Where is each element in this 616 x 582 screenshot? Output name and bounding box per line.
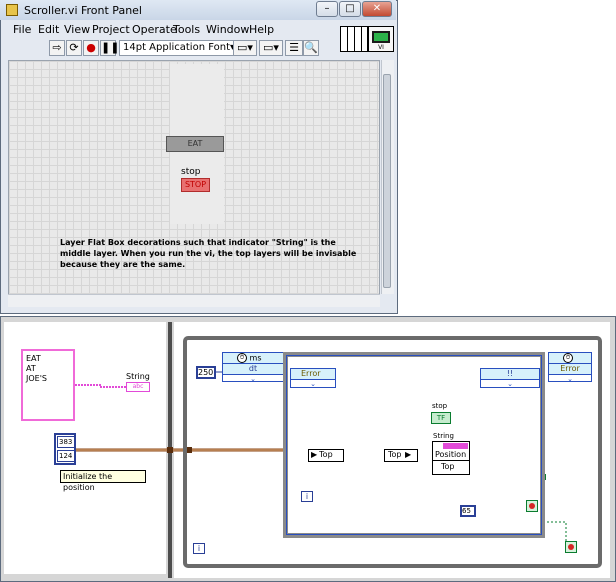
connector-pane-icon[interactable] (340, 26, 368, 52)
string-indicator[interactable]: EAT (166, 136, 224, 152)
maximize-button[interactable]: □ (339, 1, 361, 17)
unbundle-node[interactable]: ▶Top (308, 449, 344, 462)
arrow-right-icon: ▶ (405, 450, 412, 459)
expand-arrow-icon: ⌄ (250, 375, 256, 383)
close-button[interactable]: ✕ (362, 1, 392, 17)
property-top: Top (441, 462, 455, 471)
wait-express-right-header: ⏱ (549, 353, 591, 364)
error-label-right: Error (549, 364, 591, 375)
position-cluster-constant[interactable]: 383 124 (54, 433, 76, 465)
menu-edit[interactable]: Edit (38, 23, 60, 36)
bundle-node[interactable]: Top ▶ (384, 449, 418, 462)
vertical-scroll-thumb[interactable] (383, 74, 391, 288)
reorder-icon[interactable]: ☰ (285, 40, 303, 56)
string-constant[interactable]: EAT AT JOE'S (21, 349, 75, 421)
stop-label: stop (181, 167, 201, 177)
constant-65[interactable]: 65 (460, 505, 476, 517)
string-constant-line1: EAT (26, 354, 41, 363)
string-property-node[interactable]: Position Top (432, 441, 470, 475)
string-wire (75, 384, 126, 388)
unbundle-top-label: Top (319, 450, 333, 459)
front-panel-titlebar[interactable]: Scroller.vi Front Panel – □ ✕ (0, 0, 396, 20)
align-objects-icon[interactable]: ▭▾ (233, 40, 257, 56)
wait-express-header: ⏱ ms (223, 353, 283, 364)
property-node-label: String (433, 432, 454, 440)
property-position: Position (433, 449, 469, 461)
bundle-top-label: Top (388, 450, 402, 459)
error-label-left: Error (291, 369, 335, 380)
menu-file[interactable]: File (13, 23, 32, 36)
arrow-right-icon: ▶ (311, 450, 318, 459)
stop-button[interactable]: STOP (181, 178, 210, 192)
cluster-value-left[interactable]: 383 (57, 436, 75, 448)
horizontal-scrollbar[interactable] (8, 294, 380, 307)
clock-icon: ⏱ (563, 353, 573, 363)
pause-icon[interactable]: ❚❚ (100, 40, 120, 56)
run-arrow-icon[interactable]: ⇨ (49, 40, 65, 56)
abort-icon[interactable]: ● (83, 40, 99, 56)
wait-dt-input: dt (223, 364, 283, 375)
search-icon[interactable]: 🔍 (303, 40, 319, 56)
string-ref-indicator (443, 443, 468, 449)
sequence-frame (286, 355, 542, 535)
clock-icon: ⏱ (237, 353, 247, 363)
stop-control-terminal[interactable]: TF (431, 412, 451, 424)
error-express-right-header: !! (481, 369, 539, 380)
minimize-button[interactable]: – (316, 1, 338, 17)
font-dropdown[interactable]: 14pt Application Font ▾ (119, 40, 239, 56)
string-indicator-value: EAT (187, 139, 203, 148)
expand-arrow-icon: ⌄ (507, 380, 513, 388)
menu-help[interactable]: Help (249, 23, 275, 36)
iteration-terminal: i (301, 491, 313, 502)
string-constant-line2: AT (26, 364, 36, 373)
loop-stop-terminal[interactable] (565, 541, 577, 553)
vi-icon[interactable]: VI (368, 26, 394, 52)
menu-project[interactable]: Project (92, 23, 130, 36)
window-title: Scroller.vi Front Panel (24, 4, 142, 17)
expand-arrow-icon: ⌄ (310, 380, 316, 388)
cluster-value-top[interactable]: 124 (57, 450, 75, 462)
stop-indicator[interactable] (526, 500, 538, 512)
cluster-tunnel-loop (186, 447, 192, 453)
stop-control-label: stop (432, 402, 448, 410)
cluster-tunnel-left (167, 447, 173, 453)
distribute-objects-icon[interactable]: ▭▾ (259, 40, 283, 56)
font-dropdown-value: 14pt Application Font (123, 42, 230, 53)
menu-operate[interactable]: Operate (132, 23, 177, 36)
string-terminal[interactable]: abc (126, 382, 150, 392)
tooltip: Initialize the position (60, 470, 146, 492)
chevron-down-icon: ▾ (230, 41, 235, 55)
error-express-left[interactable]: Error ⌄ (290, 368, 336, 388)
instruction-note: Layer Flat Box decorations such that ind… (60, 238, 357, 269)
menu-bar: File Edit View Project Operate Tools Win… (5, 22, 339, 38)
loop-iteration-terminal: i (193, 543, 205, 554)
error-express-right[interactable]: !! ⌄ (480, 368, 540, 388)
menu-tools[interactable]: Tools (173, 23, 201, 36)
vi-file-icon (6, 4, 18, 16)
wait-unit-label: ms (249, 353, 262, 363)
run-continuous-icon[interactable]: ⟳ (66, 40, 82, 56)
string-constant-line3: JOE'S (26, 374, 47, 383)
string-terminal-label: String (126, 372, 150, 381)
svg-text:VI: VI (378, 44, 384, 51)
wait-constant-250[interactable]: 250 (196, 366, 216, 379)
menu-view[interactable]: View (64, 23, 91, 36)
wait-express-right[interactable]: ⏱ Error ⌄ (548, 352, 592, 383)
toolbar: ⇨ ⟳ ● ❚❚ 14pt Application Font ▾ ▭▾ ▭▾ ☰… (5, 38, 339, 60)
while-loop[interactable] (183, 336, 602, 568)
expand-arrow-icon: ⌄ (567, 375, 573, 383)
wait-express-vi[interactable]: ⏱ ms dt ⌄ (222, 352, 284, 383)
menu-window[interactable]: Window (206, 23, 250, 36)
